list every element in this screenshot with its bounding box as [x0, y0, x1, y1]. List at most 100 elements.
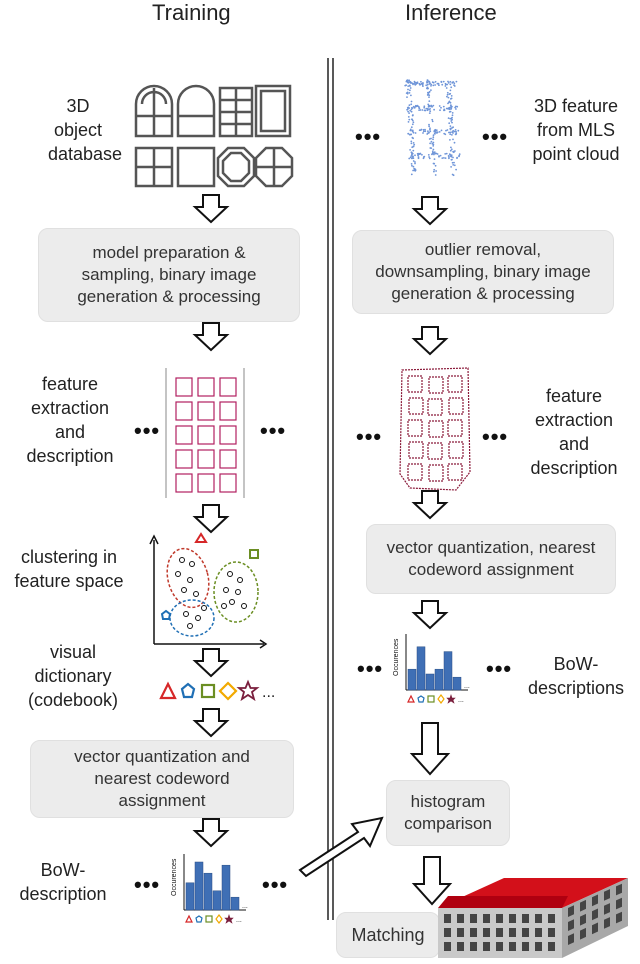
inf-feat-ellipsis-right: •••: [482, 424, 509, 449]
building-window: [470, 942, 477, 951]
arrow-down-9: [411, 490, 449, 520]
building-window: [580, 913, 586, 926]
train-prep-box: model preparation & sampling, binary ima…: [38, 228, 300, 322]
hist-bar: [443, 651, 453, 691]
train-histogram: Occurences......: [171, 854, 248, 924]
inf-prep-box: outlier removal, downsampling, binary im…: [352, 230, 614, 314]
hist-bar: [230, 896, 240, 911]
building-window: [535, 928, 542, 937]
cluster-label: clustering in feature space: [14, 547, 124, 591]
inf-feat-label: feature extraction and description: [530, 386, 618, 478]
diamond-icon: [215, 914, 223, 924]
building-window: [616, 897, 622, 910]
feature-cell: [219, 401, 237, 421]
building-window: [535, 914, 542, 923]
train-bow-label: BoW- description: [19, 860, 107, 904]
feature-cell: [428, 464, 444, 482]
feature-cell: [175, 401, 193, 421]
hist-y-label: Occurences: [171, 858, 178, 896]
hist-bar: [425, 673, 435, 691]
hist-bar: [416, 646, 426, 691]
star-icon: [446, 694, 456, 704]
feature-cell: [219, 377, 237, 397]
arrow-down-3: [192, 504, 230, 534]
building-window: [580, 927, 586, 940]
building-window: [592, 922, 598, 935]
feature-cell: [219, 449, 237, 469]
feature-cell: [447, 463, 463, 481]
hist-symbol-ellipsis: ...: [458, 697, 464, 704]
hist-bar: [185, 882, 195, 911]
building-window: [496, 942, 503, 951]
feature-cell: [219, 425, 237, 445]
triangle-icon: [185, 914, 193, 923]
feature-cell: [197, 473, 215, 493]
building-window: [522, 914, 529, 923]
feature-cell: [175, 425, 193, 445]
hist-symbol-ellipsis: ...: [236, 917, 242, 924]
feature-cell: [408, 397, 424, 415]
building-window: [616, 883, 622, 896]
point-cloud-image: [404, 79, 461, 177]
feature-cell: [175, 377, 193, 397]
arrow-down-11: [409, 722, 451, 776]
dict-label: visual dictionary (codebook): [27, 642, 119, 710]
feature-cell: [197, 377, 215, 397]
inf-bow-label: BoW- descriptions: [527, 654, 625, 698]
feature-cell: [448, 441, 464, 459]
building-window: [548, 914, 555, 923]
train-bow-ellipsis-right: •••: [262, 872, 289, 897]
arrow-down-7: [411, 196, 449, 226]
building-window: [509, 942, 516, 951]
arrow-down-6: [192, 818, 230, 848]
inf-bow-ellipsis-right: •••: [486, 656, 513, 681]
building-window: [483, 928, 490, 937]
building-window: [470, 914, 477, 923]
inf-feat-ellipsis-left: •••: [356, 424, 383, 449]
building-window: [509, 928, 516, 937]
feature-cell: [175, 473, 193, 493]
hist-bar: [221, 864, 231, 911]
building-window: [604, 889, 610, 901]
hist-ellipsis: ...: [464, 683, 470, 690]
train-feat-ellipsis-right: •••: [260, 418, 287, 443]
feature-cell: [407, 419, 423, 437]
building-window: [604, 917, 610, 929]
arrow-down-1: [192, 194, 230, 224]
building-window: [604, 903, 610, 915]
feature-cell: [447, 375, 463, 393]
building-window: [592, 908, 598, 921]
triangle-icon: [407, 694, 415, 703]
train-vq-box: vector quantization and nearest codeword…: [30, 740, 294, 818]
building-window: [568, 933, 574, 945]
inf-feature-ellipsis-left: •••: [355, 124, 382, 149]
arrow-down-8: [411, 326, 449, 356]
feature-cell: [448, 397, 464, 415]
building-window: [496, 914, 503, 923]
arrow-down-2: [192, 322, 230, 352]
feature-cell: [197, 401, 215, 421]
inf-feature-label: 3D feature from MLS point cloud: [532, 96, 620, 164]
train-feat-label: feature extraction and description: [26, 374, 114, 466]
feature-cell: [428, 420, 444, 438]
building-window: [457, 942, 464, 951]
hist-ellipsis: ...: [242, 903, 248, 910]
inf-bow-ellipsis-left: •••: [357, 656, 384, 681]
hist-y-label: Occurences: [393, 638, 400, 676]
train-bow-ellipsis-left: •••: [134, 872, 161, 897]
feature-cell: [427, 442, 443, 460]
square-icon: [205, 915, 213, 923]
feature-cell: [407, 463, 423, 481]
codebook-symbols: [159, 679, 260, 702]
window-models-image: [134, 84, 294, 188]
building-window: [483, 914, 490, 923]
hist-bar: [194, 861, 204, 911]
building-window: [522, 928, 529, 937]
hist-bar: [452, 676, 462, 691]
inf-feature-image: [399, 367, 471, 491]
building-window: [483, 942, 490, 951]
hist-bar: [212, 890, 222, 911]
arrow-down-12: [411, 856, 453, 906]
inf-vq-box: vector quantization, nearest codeword as…: [366, 524, 616, 594]
